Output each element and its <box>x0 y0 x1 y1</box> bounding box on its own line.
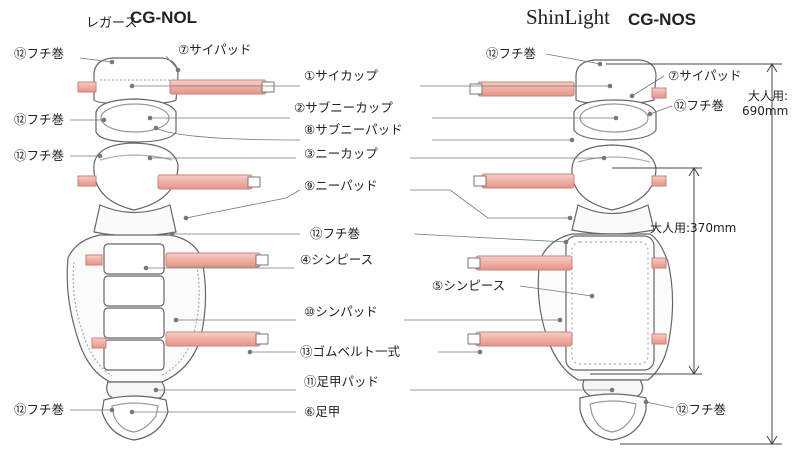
right-model-code: CG-NOS <box>628 10 696 29</box>
dim-total-label-line1: 大人用: <box>748 89 788 103</box>
right-knee-cup <box>571 144 657 211</box>
left-strap-thigh <box>169 79 267 95</box>
label-shin-piece-left: ④シンピース <box>300 252 373 267</box>
leader-lines <box>70 53 675 413</box>
label-knee-cup: ③ニーカップ <box>304 146 378 161</box>
center-labels: ①サイカップ ②サブニーカップ ⑧サブニーパッド ③ニーカップ ⑨ニーパッド ⑫… <box>294 68 505 419</box>
right-guard <box>537 59 674 441</box>
label-sub-knee-cup: ②サブニーカップ <box>294 100 393 115</box>
left-strap-shin <box>165 252 261 268</box>
left-strap-ankle <box>165 331 261 347</box>
left-thigh-cup <box>93 57 179 105</box>
right-instep <box>579 393 647 441</box>
label-left-edge-binding-bottom: ⑫フチ巻 <box>14 402 65 417</box>
dim-total-label-line2: 690mm <box>742 104 788 118</box>
right-strap-shin <box>475 255 573 271</box>
left-shin-segment-3 <box>103 307 165 339</box>
right-straps <box>467 81 667 347</box>
left-shin-segment-4 <box>103 339 165 371</box>
label-knee-pad: ⑨ニーパッド <box>304 178 378 193</box>
left-sub-knee-cup <box>95 98 177 143</box>
leader-dots <box>97 59 653 415</box>
right-shin-piece <box>565 235 655 371</box>
label-right-edge-binding-bottom: ⑫フチ巻 <box>676 402 727 417</box>
label-thigh-cup: ①サイカップ <box>304 68 378 83</box>
label-right-thigh-pad: ⑦サイパッド <box>668 68 741 83</box>
label-right-edge-binding-2: ⑫フチ巻 <box>674 98 725 113</box>
right-strap-knee <box>481 173 575 189</box>
left-instep-pad <box>106 381 166 399</box>
label-instep-pad: ⑪足甲パッド <box>304 374 379 389</box>
right-thigh-cup <box>575 59 657 105</box>
left-title-prefix: レガース <box>86 16 138 31</box>
left-guard <box>66 57 207 441</box>
left-straps <box>77 79 275 349</box>
dim-shin-label: 大人用:370mm <box>650 221 736 235</box>
right-strap-thigh <box>477 81 575 97</box>
label-rubber-belt-set: ⑬ゴムベルト一式 <box>300 344 401 359</box>
label-sub-knee-pad: ⑧サブニーパッド <box>304 122 403 137</box>
label-left-edge-binding-3: ⑫フチ巻 <box>14 148 65 163</box>
label-right-edge-binding-top: ⑫フチ巻 <box>486 46 537 61</box>
label-shin-piece-right: ⑤シンピース <box>432 278 505 293</box>
right-side-labels: ⑫フチ巻 ⑦サイパッド ⑫フチ巻 ⑫フチ巻 <box>486 46 741 417</box>
dimension-labels: 大人用: 690mm 大人用:370mm <box>650 89 788 235</box>
dimension-lines <box>590 63 782 445</box>
left-shin-segment-2 <box>103 275 165 307</box>
left-knee-cup <box>93 142 179 211</box>
label-instep: ⑥足甲 <box>304 404 340 419</box>
label-left-edge-binding-top: ⑫フチ巻 <box>14 46 65 61</box>
label-shin-pad: ⑩シンパッド <box>304 304 378 319</box>
right-strap-ankle <box>475 331 573 347</box>
left-shin-segment-1 <box>103 243 165 275</box>
label-left-thigh-pad: ⑦サイパッド <box>178 42 251 57</box>
label-edge-binding-center: ⑫フチ巻 <box>310 226 361 241</box>
left-instep <box>101 395 169 441</box>
left-model-code: CG-NOL <box>130 8 198 27</box>
right-title-prefix: ShinLight <box>526 5 611 29</box>
left-side-labels: ⑫フチ巻 ⑦サイパッド ⑫フチ巻 ⑫フチ巻 ⑫フチ巻 <box>14 42 251 417</box>
left-strap-knee <box>157 174 253 190</box>
label-left-edge-binding-2: ⑫フチ巻 <box>14 112 65 127</box>
